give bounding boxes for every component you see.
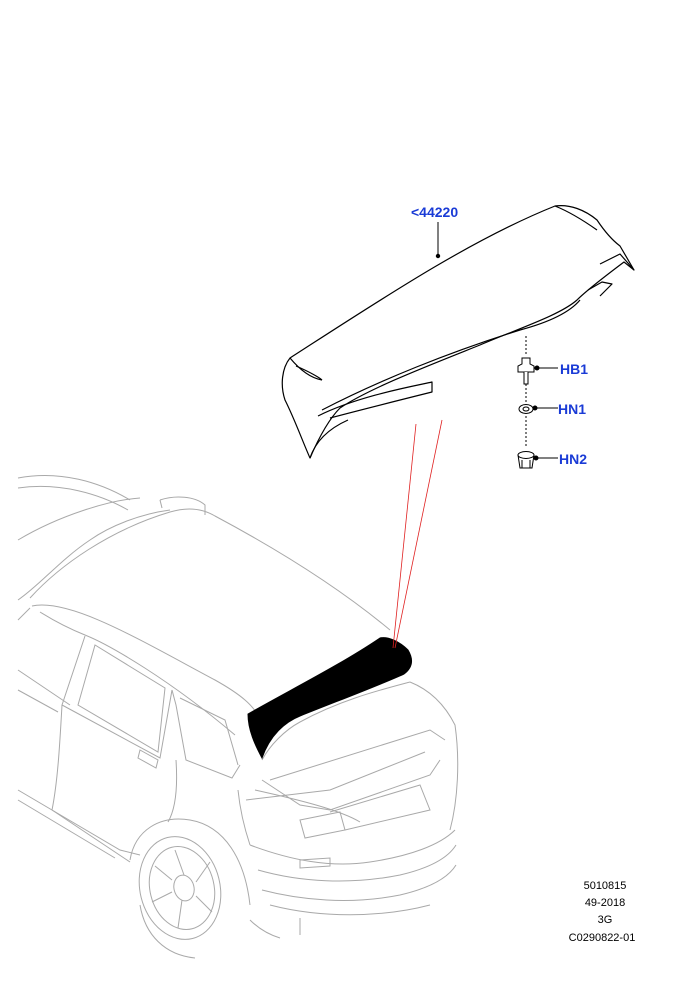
nut-hn1[interactable] xyxy=(518,404,534,414)
bolt-hb1[interactable] xyxy=(517,357,535,385)
hb1-label[interactable]: HB1 xyxy=(560,361,589,377)
nut-hn2[interactable] xyxy=(517,451,535,469)
spoiler-part-number-label[interactable]: <44220 xyxy=(411,204,459,220)
vehicle-spoiler-highlight xyxy=(247,637,412,760)
rear-spoiler-part[interactable] xyxy=(281,205,635,459)
leader-lines xyxy=(392,419,443,649)
spoiler-callout-leader xyxy=(435,222,441,259)
drawing-variant: 3G xyxy=(597,914,613,926)
hn2-label[interactable]: HN2 xyxy=(559,451,588,467)
drawing-date-code: 49-2018 xyxy=(584,897,626,909)
vehicle-outline xyxy=(17,475,459,959)
drawing-number: 5010815 xyxy=(583,880,627,892)
hn1-label[interactable]: HN1 xyxy=(558,401,587,417)
fastener-callout-leaders xyxy=(532,365,558,461)
illustration-id: C0290822-01 xyxy=(568,932,636,944)
